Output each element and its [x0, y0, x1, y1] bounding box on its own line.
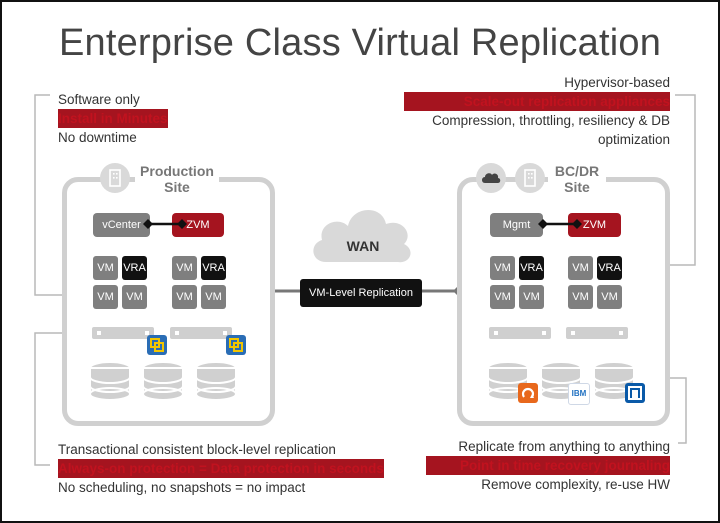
vm-box: VM [172, 256, 197, 280]
server-icon [489, 327, 551, 339]
production-label-line1: Production [140, 163, 214, 179]
note-software-only: Software only [58, 92, 140, 107]
vm-box: VM [490, 256, 515, 280]
note-compression: Compression, throttling, resiliency & DB [432, 113, 670, 128]
vm-box: VM [93, 285, 118, 309]
hypervisor-notes: Hypervisor-based Scale-out replication a… [404, 73, 670, 149]
note-transactional: Transactional consistent block-level rep… [58, 442, 336, 457]
vm-box: VM [597, 285, 622, 309]
building-icon [515, 163, 545, 193]
replication-notes: Transactional consistent block-level rep… [58, 440, 384, 497]
orange-storage-logo-icon [518, 383, 538, 403]
vra-box: VRA [519, 256, 544, 280]
note-no-downtime: No downtime [58, 130, 137, 145]
note-install-minutes: Install in Minutes [58, 109, 168, 128]
vmware-icon [147, 335, 167, 355]
vm-box: VM [172, 285, 197, 309]
vra-box: VRA [201, 256, 226, 280]
vra-box: VRA [597, 256, 622, 280]
note-remove-complexity: Remove complexity, re-use HW [481, 477, 670, 492]
cloud-icon [476, 163, 506, 193]
server-icon [92, 327, 154, 339]
wan-label: WAN [346, 238, 380, 254]
bcdr-link [538, 219, 582, 229]
vm-box: VM [93, 256, 118, 280]
vm-level-replication-box: VM-Level Replication [300, 279, 422, 307]
note-scaleout: Scale-out replication appliances [404, 92, 670, 111]
production-label-line2: Site [164, 179, 190, 195]
bcdr-zvm-box: ZVM [568, 213, 621, 237]
note-always-on: Always-on protection = Data protection i… [58, 459, 384, 478]
recovery-notes: Replicate from anything to anything Poin… [426, 437, 670, 494]
production-link [143, 219, 187, 229]
bcdr-label-line1: BC/DR [554, 163, 600, 179]
page-title: Enterprise Class Virtual Replication [58, 22, 662, 64]
vm-box: VM [568, 256, 593, 280]
ibm-logo-icon: IBM [568, 383, 590, 405]
server-icon [170, 327, 232, 339]
note-replicate-any: Replicate from anything to anything [458, 439, 670, 454]
note-point-in-time: Point in time recovery journaling [426, 456, 670, 475]
note-hypervisor: Hypervisor-based [564, 75, 670, 90]
server-icon [566, 327, 628, 339]
bcdr-label-line2: Site [564, 179, 590, 195]
software-notes: Software only Install in Minutes No down… [58, 90, 168, 147]
building-icon [100, 163, 130, 193]
vm-box: VM [122, 285, 147, 309]
vm-box: VM [519, 285, 544, 309]
wan-cloud-icon [313, 209, 411, 263]
ibm-logo-text: IBM [571, 389, 587, 398]
storage-icons [89, 361, 237, 401]
netapp-logo-icon [625, 383, 645, 403]
note-no-scheduling: No scheduling, no snapshots = no impact [58, 480, 306, 495]
production-site-label: Production Site [135, 163, 219, 195]
storage-icons [487, 361, 635, 401]
mgmt-box: Mgmt [490, 213, 543, 237]
vmware-icon [226, 335, 246, 355]
bcdr-site-label: BC/DR Site [548, 163, 606, 195]
vm-box: VM [490, 285, 515, 309]
vm-box: VM [201, 285, 226, 309]
vra-box: VRA [122, 256, 147, 280]
vcenter-box: vCenter [93, 213, 150, 237]
note-optimization: optimization [597, 132, 670, 147]
vm-box: VM [568, 285, 593, 309]
